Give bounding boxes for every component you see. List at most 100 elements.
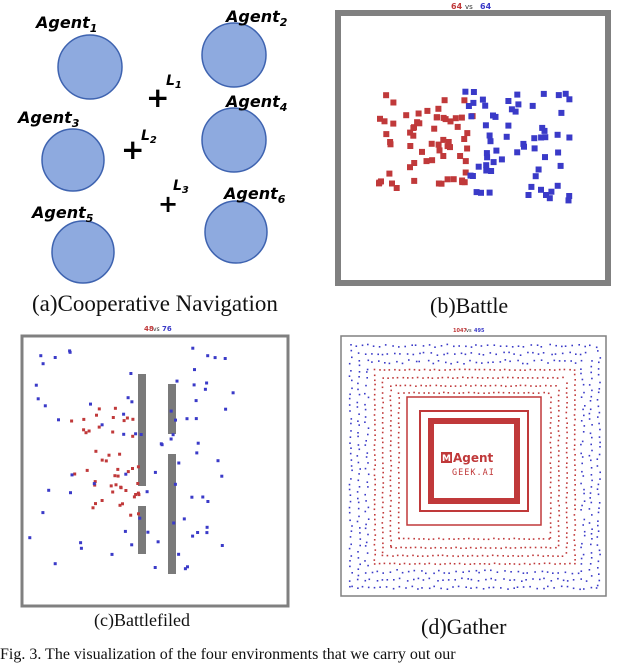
gather-dot bbox=[449, 369, 451, 371]
gather-dot bbox=[453, 368, 456, 371]
gather-dot bbox=[572, 579, 575, 581]
gather-dot bbox=[558, 368, 561, 371]
gather-dot bbox=[381, 522, 384, 524]
gather-dot bbox=[381, 527, 384, 529]
battlefield-units bbox=[28, 346, 235, 571]
gather-dot bbox=[565, 511, 568, 514]
gather-dot bbox=[357, 568, 360, 570]
gather-dot bbox=[358, 371, 361, 373]
gather-dot bbox=[477, 392, 480, 394]
gather-dot bbox=[367, 359, 370, 362]
gather-dot bbox=[408, 563, 411, 565]
gather-dot bbox=[557, 415, 560, 417]
blue-agent bbox=[53, 356, 57, 359]
gather-dot bbox=[460, 352, 463, 355]
gather-dot bbox=[423, 368, 426, 371]
gather-dot bbox=[401, 362, 404, 365]
gather-dot bbox=[574, 408, 576, 411]
gather-dot bbox=[596, 458, 599, 460]
gather-dot bbox=[390, 404, 392, 407]
gather-dot bbox=[366, 481, 369, 483]
gather-dot bbox=[597, 524, 599, 527]
red-agent bbox=[70, 419, 74, 423]
gather-dot bbox=[599, 478, 601, 480]
gather-dot bbox=[513, 579, 516, 581]
gather-dot bbox=[382, 401, 384, 404]
gather-dot bbox=[573, 433, 576, 436]
gather-dot bbox=[596, 584, 599, 587]
blue-agent bbox=[512, 108, 519, 115]
gather-dot bbox=[557, 465, 560, 467]
gather-dot bbox=[402, 376, 405, 379]
obstacle-wall-left-bottom bbox=[138, 506, 146, 554]
gather-dot bbox=[398, 456, 400, 459]
red-agent bbox=[419, 148, 425, 155]
gather-dot bbox=[482, 588, 485, 590]
svg-text:+: + bbox=[146, 81, 169, 114]
gather-dot bbox=[550, 492, 552, 494]
gather-dot bbox=[381, 353, 384, 356]
gather-dot bbox=[596, 544, 599, 546]
gather-dot bbox=[441, 554, 444, 557]
red-agent bbox=[447, 118, 454, 125]
red-agent bbox=[458, 114, 465, 121]
gather-dot bbox=[389, 514, 392, 517]
gather-dot bbox=[550, 432, 552, 434]
gather-dot bbox=[452, 586, 454, 588]
svg-text:+: + bbox=[121, 133, 144, 166]
blue-agent bbox=[34, 383, 38, 387]
gather-dot bbox=[356, 455, 359, 457]
gather-dot bbox=[566, 456, 568, 459]
gather-dot bbox=[381, 381, 384, 384]
gather-dot bbox=[382, 412, 384, 414]
gather-dot bbox=[522, 346, 525, 348]
gather-dot bbox=[488, 586, 490, 589]
blue-agent bbox=[557, 162, 564, 169]
gather-dot bbox=[469, 359, 471, 362]
red-agent bbox=[113, 474, 117, 478]
gather-dot bbox=[422, 377, 424, 379]
red-agent bbox=[136, 465, 140, 469]
gather-dot bbox=[499, 361, 502, 363]
gather-dot bbox=[597, 350, 599, 352]
gather-dot bbox=[574, 404, 576, 406]
gather-dot bbox=[598, 579, 601, 582]
gather-dot bbox=[462, 554, 464, 557]
gather-dot bbox=[382, 486, 384, 489]
gather-dot bbox=[564, 360, 566, 362]
gather-dot bbox=[432, 362, 435, 365]
blue-agent bbox=[41, 362, 45, 366]
battlefield-score: 48 vs 76 bbox=[144, 325, 172, 333]
gather-dot bbox=[364, 560, 366, 562]
gather-dot bbox=[557, 544, 560, 547]
gather-dot bbox=[357, 388, 359, 391]
gather-dot bbox=[445, 361, 447, 364]
gather-dot bbox=[532, 351, 534, 354]
gather-dot bbox=[493, 344, 496, 346]
gather-dot bbox=[393, 562, 396, 565]
gather-dot bbox=[537, 554, 539, 557]
gather-dot bbox=[367, 506, 370, 509]
gather-dot bbox=[571, 344, 573, 347]
gather-dot bbox=[389, 520, 392, 522]
gather-dot bbox=[350, 555, 353, 557]
gather-dot bbox=[409, 546, 412, 549]
blue-agent bbox=[193, 368, 196, 372]
gather-dot bbox=[573, 514, 576, 516]
gather-dot bbox=[583, 391, 585, 394]
gather-dot bbox=[390, 385, 392, 387]
gather-dot bbox=[382, 546, 384, 549]
gather-dot bbox=[591, 528, 593, 530]
gather-dot bbox=[557, 540, 560, 542]
gather-dot bbox=[381, 392, 384, 394]
panel-d-gather: 1047 vs 495 M Agent GEEK.AI bbox=[340, 328, 607, 597]
gather-dot bbox=[532, 578, 534, 580]
gather-dot bbox=[381, 406, 384, 409]
gather-dot bbox=[371, 571, 374, 574]
gather-dot bbox=[446, 343, 449, 346]
gather-dot bbox=[365, 500, 367, 502]
gather-dot bbox=[565, 486, 568, 489]
gather-dot bbox=[452, 555, 454, 557]
gather-dot bbox=[564, 571, 567, 574]
gather-dot bbox=[598, 507, 600, 509]
